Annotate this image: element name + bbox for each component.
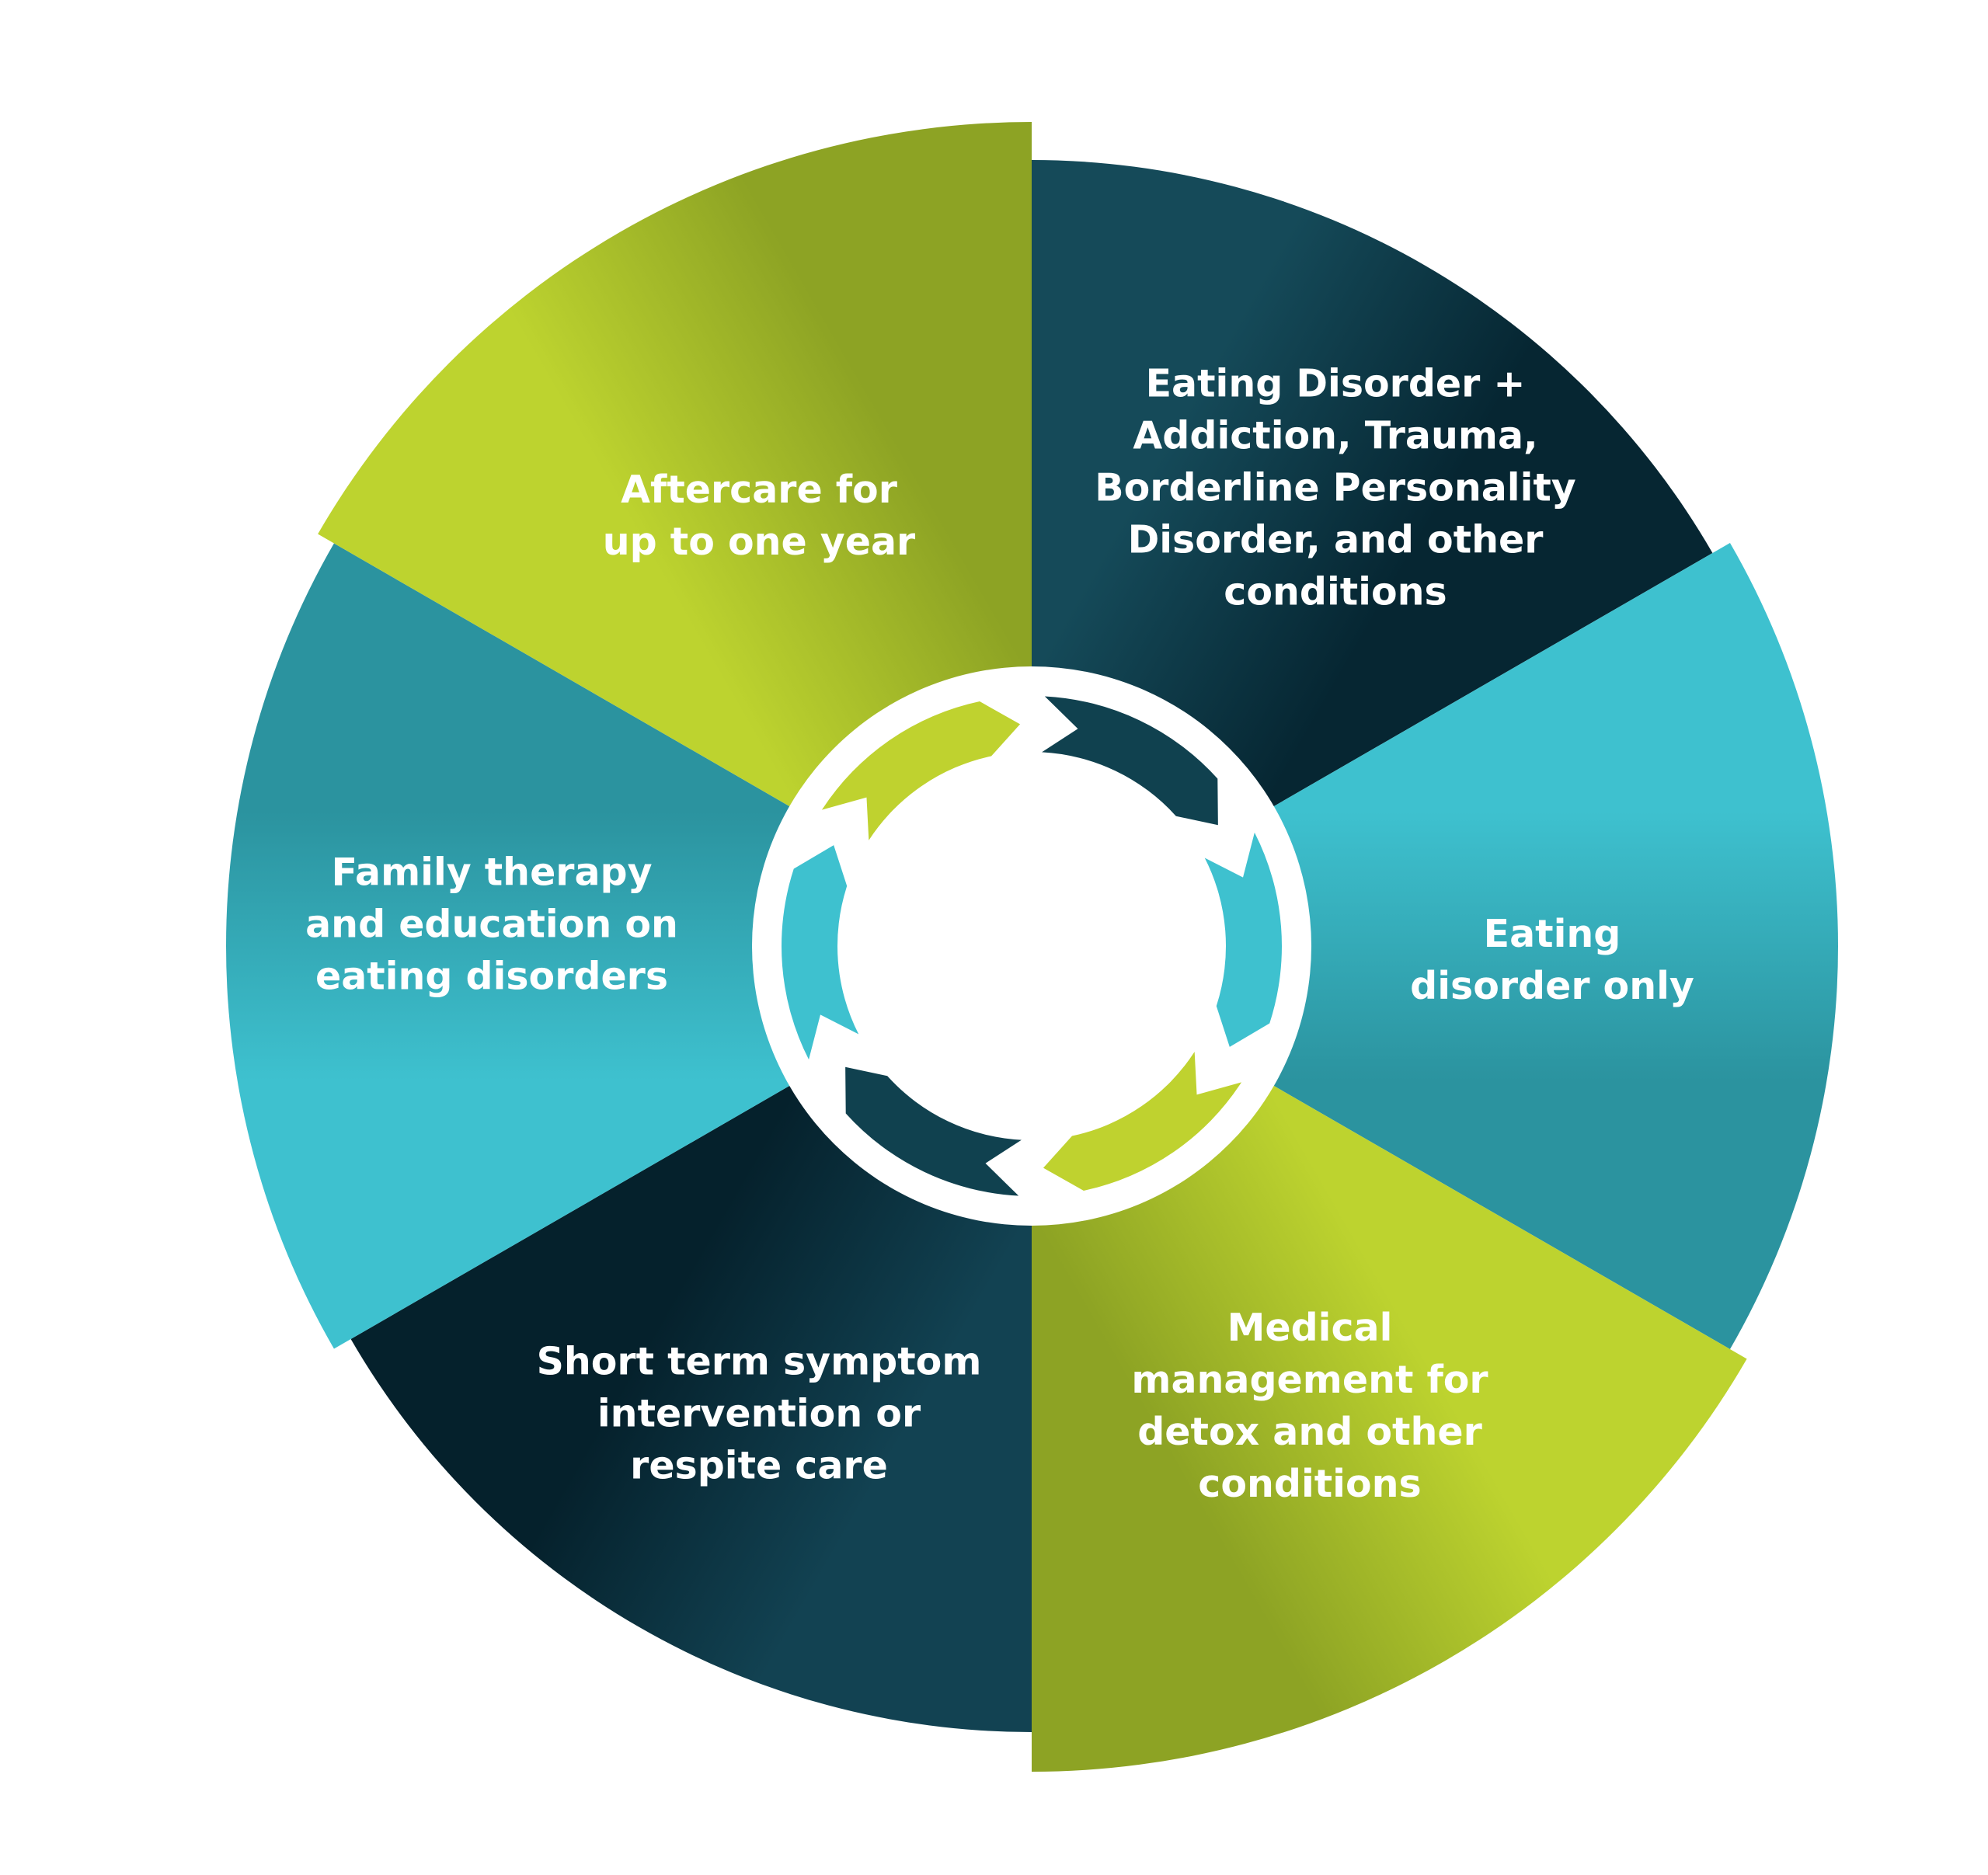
label-dual-diagnosis: Eating Disorder +Addiction, Trauma,Borde… xyxy=(1095,361,1576,614)
cycle-arrow-icon xyxy=(782,845,859,1060)
cycle-arrow-icon xyxy=(1204,832,1282,1047)
cycle-arrow-icon xyxy=(1043,1052,1242,1191)
segment-eating-disorder-only xyxy=(1032,543,1838,1349)
segment-family-therapy xyxy=(225,543,1032,1349)
cycle-arrow-icon xyxy=(821,701,1021,840)
cycle-arrow-icon xyxy=(1042,696,1218,826)
cycle-arrow-icon xyxy=(845,1066,1022,1196)
